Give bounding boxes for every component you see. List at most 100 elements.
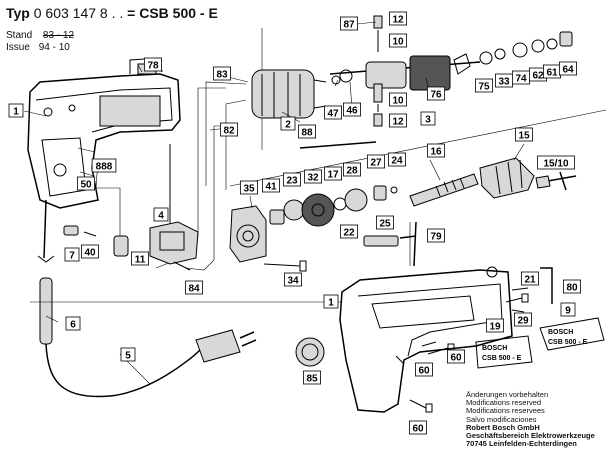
part-label-1: 1: [323, 294, 339, 309]
part-number: 60: [450, 353, 462, 364]
part-number: 47: [327, 109, 339, 120]
part-number: 12: [392, 15, 404, 26]
part-label-29: 29: [514, 312, 533, 327]
part-label-17: 17: [323, 166, 342, 181]
gear-train: [269, 188, 368, 227]
part-number: 82: [223, 126, 235, 137]
part-number: 15: [518, 131, 530, 142]
part-number: 1: [13, 107, 19, 118]
part-number: 60: [418, 366, 430, 377]
part-number: 1: [328, 298, 334, 309]
part-label-box: [184, 280, 203, 295]
typ-prefix: Typ: [6, 5, 30, 21]
part-label-box: [91, 158, 117, 173]
part-label-47: 47: [323, 105, 342, 120]
part-number: 4: [158, 211, 164, 222]
part-number: 61: [546, 68, 558, 79]
capacitor: [113, 235, 129, 257]
part-label-888: 888: [91, 158, 117, 173]
company-line: Robert Bosch GmbH: [466, 422, 540, 432]
part-label-11: 11: [130, 251, 149, 266]
housing-cavity: [99, 95, 161, 127]
plate-19-model: CSB 500 - E: [482, 355, 522, 362]
part-22-bar: [363, 235, 399, 247]
part-label-5: 5: [120, 347, 136, 362]
part-number: 28: [346, 166, 358, 177]
part-number: 19: [489, 322, 501, 333]
part-label-23: 23: [282, 172, 301, 187]
part-label-box: [521, 271, 540, 286]
part-label-60: 60: [446, 349, 465, 364]
part-label-box: [302, 370, 321, 385]
part-number: 83: [216, 70, 228, 81]
part-label-box: [408, 420, 427, 435]
note-line: Salvo modificaciones: [466, 414, 537, 424]
part-number: 74: [515, 74, 527, 85]
company-line: Geschäftsbereich Elektrowerkzeuge: [466, 431, 595, 441]
part-number: 21: [524, 275, 536, 286]
leader-lines: [23, 21, 525, 385]
part-label-16: 16: [426, 143, 445, 158]
note-line: Modifications reservees: [466, 406, 545, 416]
screw-29: [505, 297, 523, 303]
part-label-box: [388, 11, 407, 26]
part-number: 25: [379, 219, 391, 230]
part-79-pin: [413, 221, 417, 267]
stand-value: 83 - 12: [42, 30, 75, 41]
part-label-box: [485, 318, 504, 333]
part-label-box: [297, 124, 316, 139]
part-label-box: [282, 172, 301, 187]
part-label-box: [420, 111, 436, 126]
part-label-box: [130, 251, 149, 266]
part-label-box: [375, 215, 394, 230]
part-number: 16: [430, 147, 442, 158]
plug-body: [195, 329, 241, 363]
part-number: 7: [69, 251, 75, 262]
part-number: 46: [346, 106, 358, 117]
part-label-box: [239, 180, 258, 195]
part-label-10: 10: [388, 33, 407, 48]
part-number: 22: [343, 228, 355, 239]
part-number: 11: [135, 255, 146, 266]
part-number: 64: [562, 65, 574, 76]
note-line: Änderungen vorbehalten: [466, 390, 549, 399]
part-number: 80: [566, 283, 578, 294]
part-label-box: [515, 127, 534, 142]
part-number: 35: [243, 184, 255, 195]
plate-9-model: CSB 500 - E: [548, 339, 588, 346]
part-number: 23: [286, 176, 298, 187]
part-label-46: 46: [342, 102, 361, 117]
part-number: 75: [478, 82, 490, 93]
part-label-64: 64: [559, 61, 578, 76]
part-number: 2: [285, 120, 291, 131]
spindle: [373, 173, 479, 207]
part-label-box: [366, 154, 385, 169]
part-number: 84: [188, 284, 200, 295]
typ-number: 0 603 147 8 . .: [33, 5, 124, 21]
notes-block: Änderungen vorbehalten Modifications res…: [466, 390, 595, 448]
part-label-76: 76: [426, 86, 445, 101]
part-label-box: [219, 122, 238, 137]
part-label-box: [77, 176, 96, 191]
gear-flange: [229, 205, 267, 263]
part-label-box: [426, 86, 445, 101]
type-title: Typ 0 603 147 8 . . = CSB 500 - E: [6, 5, 218, 21]
part-label-22: 22: [339, 224, 358, 239]
part-number: 79: [430, 232, 442, 243]
part-label-box: [339, 224, 358, 239]
part-label-15-10: 15/10: [537, 155, 575, 170]
part-number: 34: [287, 276, 299, 287]
part-label-74: 74: [512, 70, 531, 85]
part-label-box: [323, 294, 339, 309]
part-label-box: [261, 178, 280, 193]
part-label-box: [153, 207, 169, 222]
part-number: 6: [70, 320, 76, 331]
part-label-box: [323, 166, 342, 181]
part-number: 76: [430, 90, 442, 101]
part-label-box: [280, 116, 296, 131]
part-label-box: [426, 143, 445, 158]
part-number: 27: [370, 158, 382, 169]
part-label-35: 35: [239, 180, 258, 195]
part-label-2: 2: [280, 116, 296, 131]
